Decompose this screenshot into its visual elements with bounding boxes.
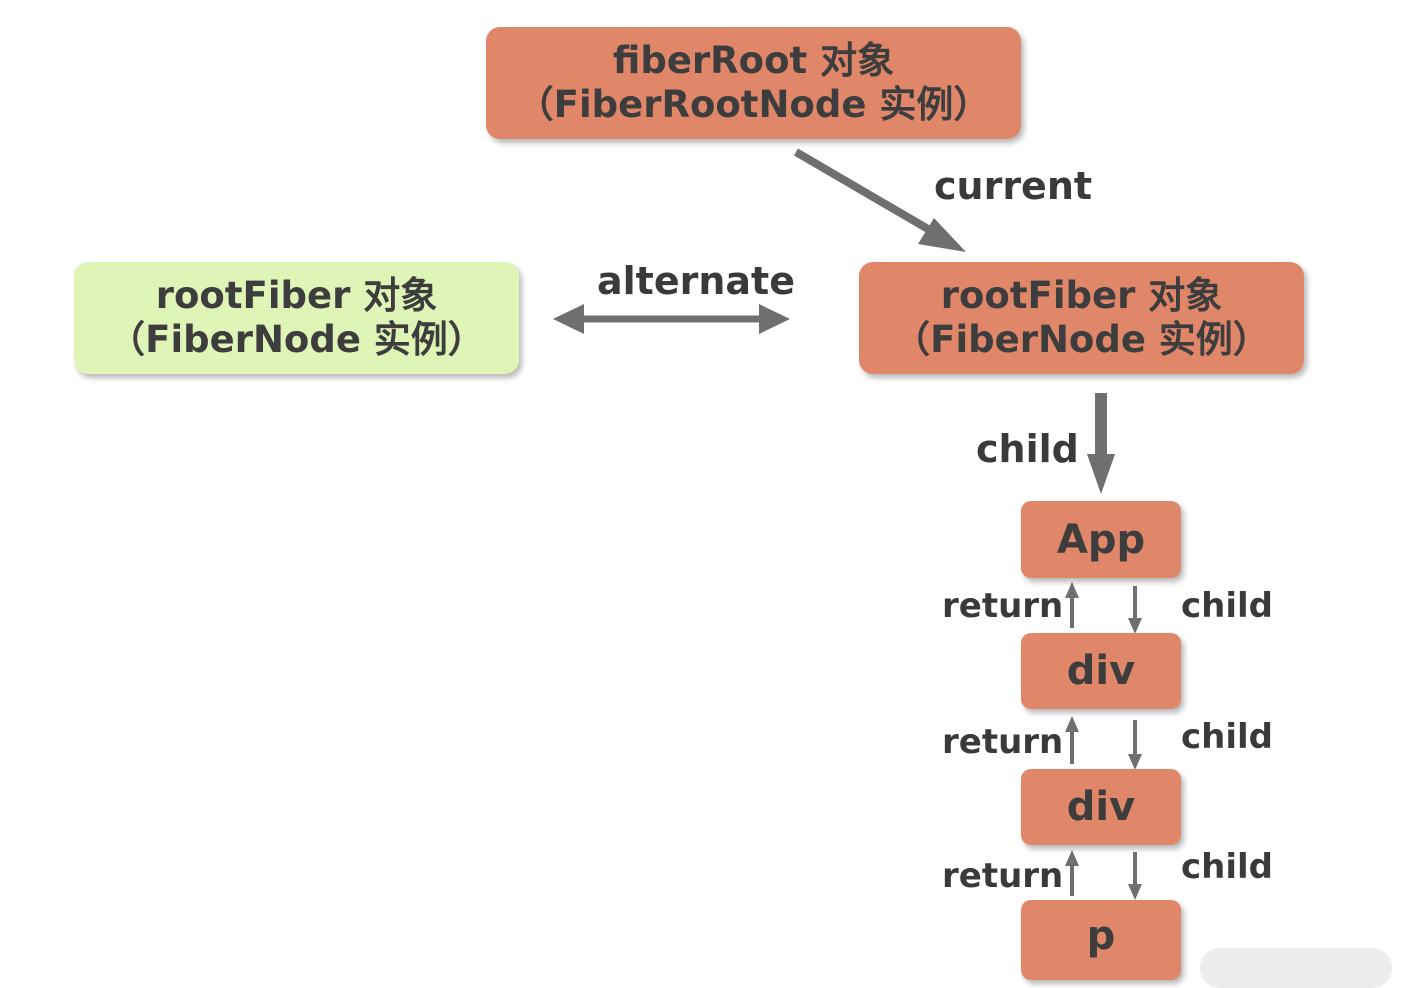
alternate-label: alternate: [597, 259, 795, 303]
child-main-label: child: [976, 427, 1079, 471]
root-fiber-current-subtitle: （FiberNode 实例）: [893, 318, 1270, 361]
p-node: p: [1021, 900, 1181, 980]
root-fiber-alternate-node: rootFiber 对象 （FiberNode 实例）: [74, 262, 519, 374]
return-arrow-2: [1065, 716, 1079, 764]
return-label-3: return: [942, 856, 1064, 896]
root-fiber-current-node: rootFiber 对象 （FiberNode 实例）: [859, 262, 1304, 374]
arrows-layer: [553, 148, 1142, 900]
child-label-2: child: [1181, 717, 1274, 757]
p-node-label: p: [1086, 913, 1116, 959]
corner-overlay-pill: [1200, 948, 1392, 988]
current-label: current: [934, 164, 1093, 208]
div-node-2-label: div: [1066, 784, 1136, 830]
child-arrow-1: [1128, 586, 1142, 634]
return-arrow-1: [1065, 582, 1079, 628]
div-node-2: div: [1021, 769, 1181, 845]
div-node-1: div: [1021, 633, 1181, 709]
fiber-root-subtitle: （FiberRootNode 实例）: [516, 83, 991, 126]
child-label-1: child: [1181, 586, 1274, 626]
child-label-3: child: [1181, 847, 1274, 887]
return-label-2: return: [942, 722, 1064, 762]
return-arrow-3: [1065, 850, 1079, 896]
root-fiber-alternate-subtitle: （FiberNode 实例）: [108, 318, 485, 361]
return-label-1: return: [942, 586, 1064, 626]
child-arrow-2: [1128, 720, 1142, 770]
root-fiber-current-title: rootFiber 对象: [940, 273, 1223, 317]
app-node-label: App: [1056, 516, 1146, 563]
child-main-arrow: [1087, 393, 1115, 494]
alternate-arrow: [553, 304, 790, 334]
app-node: App: [1021, 501, 1181, 578]
child-arrow-3: [1128, 852, 1142, 900]
fiber-root-title: fiberRoot 对象: [612, 38, 895, 82]
root-fiber-alternate-title: rootFiber 对象: [155, 273, 438, 317]
div-node-1-label: div: [1066, 648, 1136, 694]
fiber-root-node: fiberRoot 对象 （FiberRootNode 实例）: [486, 27, 1021, 139]
